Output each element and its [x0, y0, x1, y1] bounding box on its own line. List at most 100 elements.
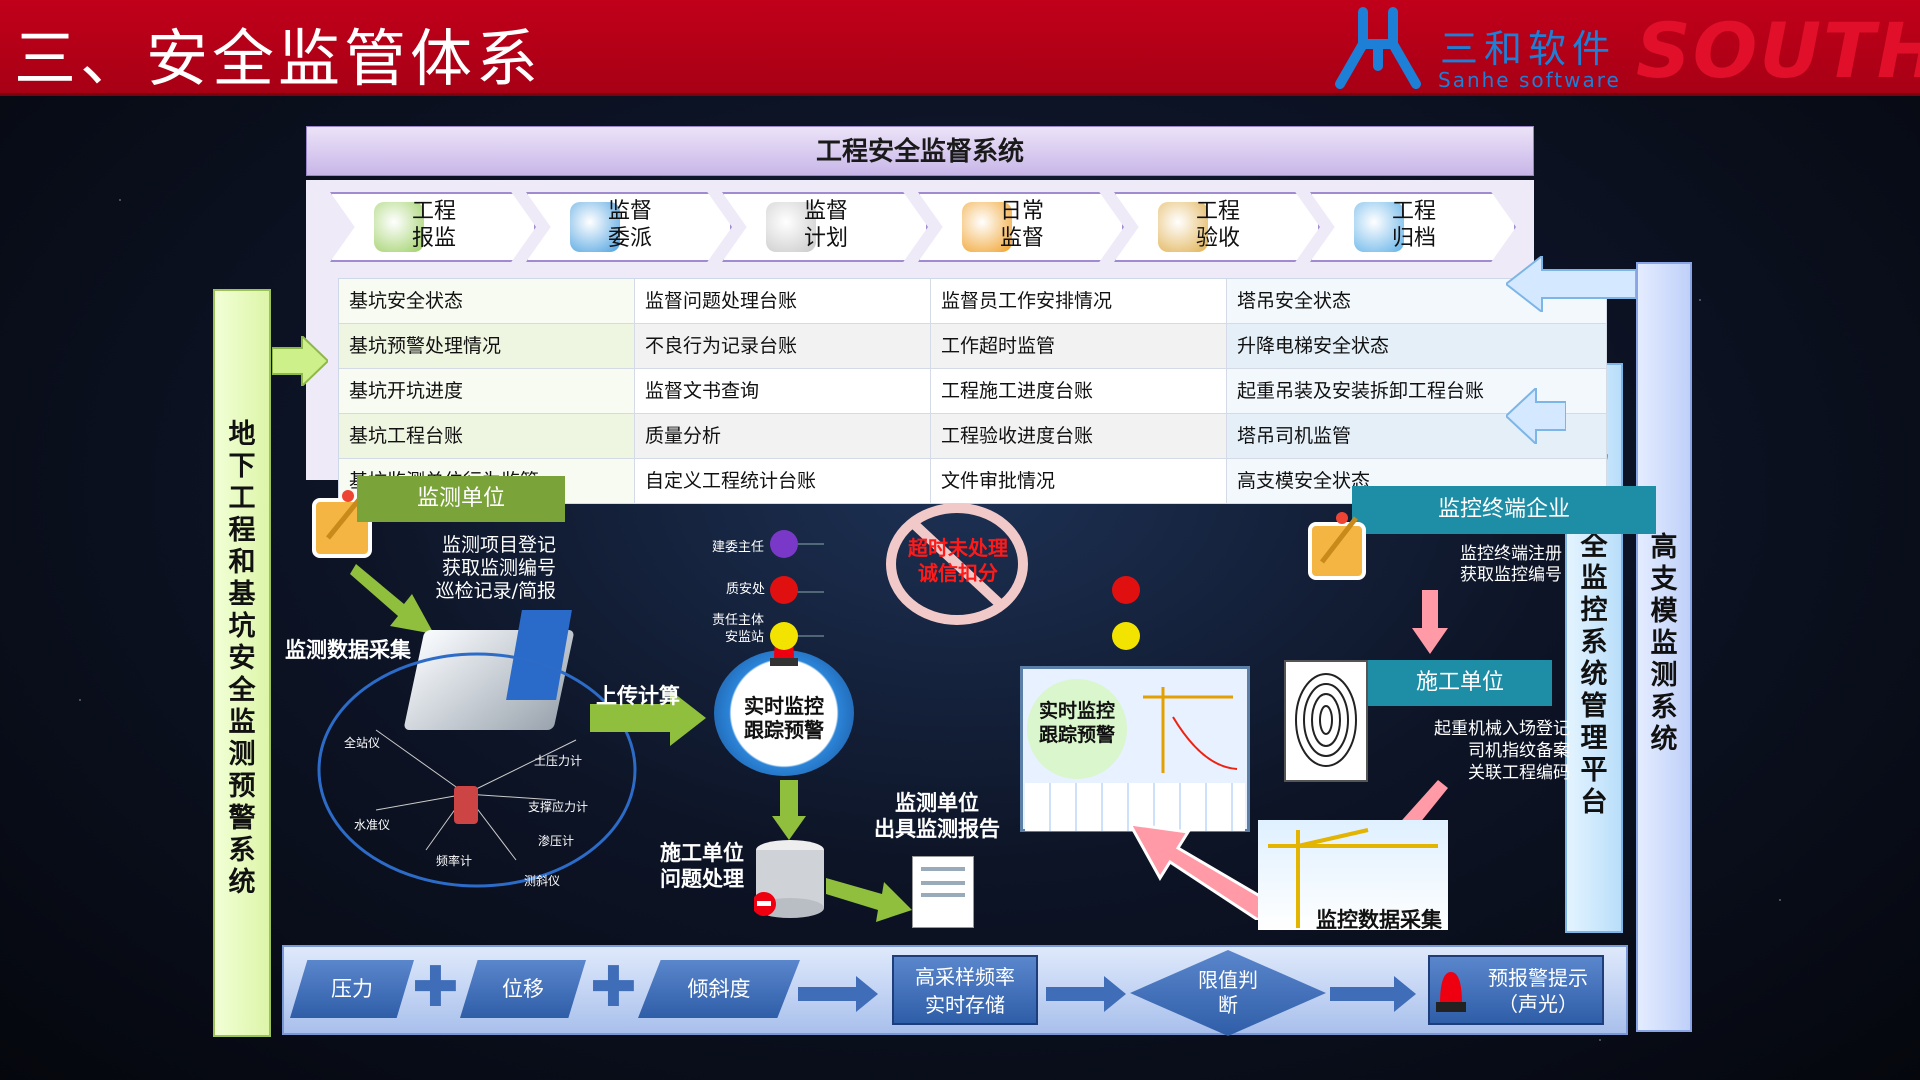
yellow-status-dot [770, 622, 798, 650]
high-frequency-storage: 高采样频率 实时存储 [892, 955, 1038, 1025]
page-title: 三、安全监管体系 [14, 22, 543, 95]
terminal-enterprise-box: 监控终端企业 [1352, 486, 1656, 534]
device-label: 渗压计 [538, 834, 575, 848]
right-arrow-icon [1046, 976, 1126, 1012]
grid-cell: 工程验收进度台账 [931, 414, 1227, 459]
step-chevron-5 [1114, 192, 1320, 262]
grid-cell: 文件审批情况 [931, 459, 1227, 504]
brand-name-en: Sanhe software [1438, 68, 1621, 92]
south-logo: SOUTH [1636, 6, 1920, 95]
right-arrow-icon [798, 976, 878, 1012]
red-status-dot-right [1112, 576, 1140, 604]
grid-cell: 监督员工作安排情况 [931, 279, 1227, 324]
down-arrow-icon [772, 780, 806, 840]
grid-cell: 基坑预警处理情况 [339, 324, 635, 369]
people-icon [570, 202, 620, 252]
step-label-1: 工程 报监 [412, 199, 457, 251]
construction-issue-label: 施工单位 问题处理 [660, 841, 744, 891]
plus-icon: ✚ [412, 955, 459, 1020]
construction-unit-box: 施工单位 [1368, 660, 1552, 706]
right-arrow-icon [826, 878, 912, 922]
grid-cell: 基坑工程台账 [339, 414, 635, 459]
archive-icon [1354, 202, 1404, 252]
step-chevron-2 [526, 192, 732, 262]
step-label-3: 监督 计划 [804, 199, 849, 251]
input-displacement: 位移 [460, 960, 586, 1018]
grid-cell: 升降电梯安全状态 [1227, 324, 1607, 369]
left-system-bar: 地下工程和基坑安全监测预警系统 [213, 289, 271, 1037]
up-left-arrow-icon [1130, 822, 1270, 920]
alarm-prompt: 预报警提示 （声光） [1428, 955, 1604, 1025]
house-icon [1158, 202, 1208, 252]
step-label-6: 工程 归档 [1392, 199, 1437, 251]
device-group-ellipse [317, 652, 637, 888]
title-banner [0, 0, 1920, 96]
database-icon [754, 840, 824, 918]
left-arrow-icon [1506, 388, 1566, 444]
report-document-icon [912, 856, 974, 928]
device-label: 土压力计 [534, 754, 583, 768]
register-form-icon [1308, 512, 1366, 580]
crane-chart-icon [1143, 687, 1238, 773]
monitor-unit-notes: 监测项目登记 获取监测编号 巡检记录/简报 [435, 534, 556, 602]
dashboard-realtime-label: 实时监控 跟踪预警 [1038, 700, 1115, 746]
grid-cell: 工程施工进度台账 [931, 369, 1227, 414]
grid-cell: 质量分析 [635, 414, 931, 459]
step-chevron-6 [1310, 192, 1516, 262]
grid-cell: 基坑开坑进度 [339, 369, 635, 414]
down-right-arrow-icon [350, 564, 434, 634]
yellow-status-dot-right [1112, 622, 1140, 650]
step-label-4: 日常 监督 [1000, 199, 1045, 251]
role-station: 责任主体 安监站 [712, 613, 765, 645]
traffic-lights [794, 543, 824, 637]
down-arrow-icon [1412, 590, 1448, 654]
brand-name-cn: 三和软件 [1440, 27, 1617, 71]
construction-notes: 起重机械入场登记 司机指纹备案 关联工程编码 [1434, 719, 1570, 783]
grid-cell: 工作超时监管 [931, 324, 1227, 369]
step-label-5: 工程 验收 [1196, 199, 1241, 251]
device-label: 测斜仪 [524, 874, 561, 888]
device-label: 全站仪 [344, 736, 381, 750]
device-label: 水准仪 [354, 818, 391, 832]
right-arrow-icon [1330, 976, 1416, 1012]
realtime-monitor-circle: 实时监控 跟踪预警 [714, 650, 854, 776]
device-label: 支撑应力计 [528, 800, 589, 814]
blocks-icon [962, 202, 1012, 252]
right-system-bar-outer: 高支模监测系统 [1636, 262, 1692, 1032]
fingerprint-icon [1284, 660, 1368, 782]
crane-photo [1258, 820, 1448, 930]
plus-icon: ✚ [590, 955, 637, 1020]
realtime-monitor-label: 实时监控 跟踪预警 [744, 694, 824, 742]
grid-cell: 监督文书查询 [635, 369, 931, 414]
calendar-clock-icon [766, 202, 816, 252]
step-chevron-4 [918, 192, 1124, 262]
grid-cell: 不良行为记录台账 [635, 324, 931, 369]
red-status-dot [770, 576, 798, 604]
grid-cell: 监督问题处理台账 [635, 279, 931, 324]
grid-cell: 起重吊装及安装拆卸工程台账 [1227, 369, 1607, 414]
role-director: 建委主任 [712, 540, 765, 555]
alarm-light-icon [1436, 972, 1466, 1012]
upload-label: 上传计算 [596, 684, 680, 708]
role-quality-office: 质安处 [726, 582, 766, 597]
step-chevron-1 [330, 192, 536, 262]
step-chevron-3 [722, 192, 928, 262]
right-arrow-icon [272, 336, 328, 386]
grid-cell: 基坑安全状态 [339, 279, 635, 324]
left-system-label: 地下工程和基坑安全监测预警系统 [228, 419, 256, 898]
input-pressure: 压力 [290, 960, 414, 1018]
data-collect-label: 监测数据采集 [285, 638, 411, 662]
input-inclination: 倾斜度 [638, 960, 800, 1018]
monitor-unit-box: 监测单位 [357, 476, 565, 522]
left-arrow-icon [1506, 256, 1636, 312]
purple-status-dot [770, 530, 798, 558]
threshold-judge-label: 限值判 断 [1198, 968, 1258, 1017]
step-label-2: 监督 委派 [608, 199, 653, 251]
report-form-icon [374, 202, 424, 252]
report-label: 监测单位 出具监测报告 [874, 791, 1000, 841]
right-system-label-outer: 高支模监测系统 [1650, 532, 1678, 755]
sanhe-logo-icon [1335, 7, 1421, 89]
overdue-penalty-label: 超时未处理 诚信扣分 [908, 536, 1008, 585]
terminal-notes: 监控终端注册 获取监控编号 [1460, 544, 1562, 585]
prohibited-icon [886, 503, 1028, 625]
